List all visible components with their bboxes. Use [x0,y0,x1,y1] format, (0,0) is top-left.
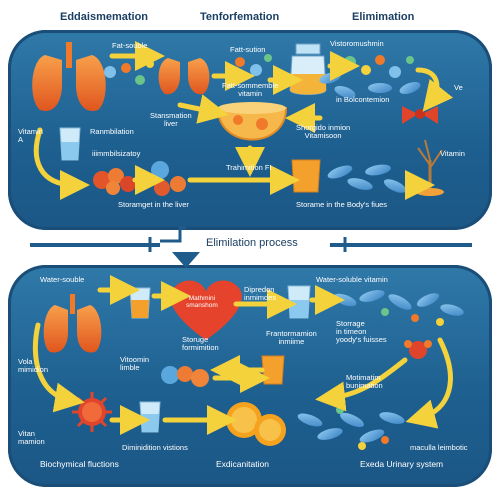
label-diminidition: Diminidition vistions [122,443,188,452]
header-center: Tenforfemation [200,11,280,23]
cells-icon-bottom [161,366,209,387]
lungs-icon-bottom [43,294,102,353]
red-flower-icon [404,340,432,359]
fat-cells-icon [93,168,136,195]
label-maculla: maculla leimbotic [410,443,468,452]
label-motimatim: Motimatim bunimation [346,373,383,390]
divider-pointer [172,252,200,268]
pills-storage-top [327,164,407,193]
label-frantormamion: Frantormamion inmiime [266,329,317,346]
flow-arrows-bottom [32,275,453,435]
label-storamget-liver: Storamget in the liver [118,200,189,209]
lungs-icon-mid [158,58,210,95]
kidney-icon [402,106,438,124]
glass-icon-bottom-2 [139,401,161,433]
label-exdicanitation: Exdicanitation [216,459,269,469]
label-vitoomin-limble: Vitoomin limble [120,355,150,372]
flow-arrows-top [33,41,454,200]
label-water-souble: Water-souble [40,275,85,284]
label-water-soluble-vitamin: Water-soluble vitamin [316,275,388,284]
glass-icon-left [59,127,81,161]
label-ve: Ve [454,83,463,92]
label-vistoromushmin: Vistoromushmin [330,39,384,48]
virus-icon [72,392,112,432]
blue-cells-icon [151,161,186,196]
lungs-icon [32,42,106,111]
label-dipredon-inmimdes: Dipredon inmimdes [244,285,277,302]
juice-glass-bottom [261,355,285,385]
label-ranmbilation: Ranmbilation [90,127,134,136]
label-storuge-formimition: Storuge formimition [182,335,219,352]
liver-bowl-icon [216,102,288,141]
label-vitamin-a: Vitamin A [18,127,43,144]
orange-icon [226,402,286,446]
label-exeda-urinary: Exeda Urinary system [360,459,444,469]
label-storame-body: Storame in the Body's fiues [296,200,388,209]
label-fat-soluble: Fat-souble [112,41,148,50]
label-fat-somm-vitamin: Fatt-sommemble vitamin [222,81,279,98]
label-storrage-timeon: Storrage in timeon yoody's fuisses [336,319,387,344]
label-biochymical: Biochymical fluctions [40,459,119,469]
header-right: Elimimation [352,11,415,23]
label-in-bolcontemion: in Bolcontemion [336,95,390,104]
label-vitamin-right: Vitamin [440,149,465,158]
glass-icon-bottom-right [287,285,311,319]
divider-line-left [30,243,160,247]
divider-title: Elimilation process [206,237,298,249]
divider-line-right [330,243,472,247]
label-immbilsizatoy: iiimmbilsizatoy [92,149,141,158]
label-vola-mimidion: Vola mimidion [18,357,49,374]
glass-icon-bottom [129,287,151,319]
pills-heap-bottom [297,406,405,450]
label-trahimition-fi: Trahimition FI [226,163,272,172]
label-stansmation-liver: Stansmation liver [150,111,192,128]
juice-glass-icon [291,159,321,193]
label-heart: Mathmini smanshom [186,295,218,309]
label-shorgido-inmion: Shorgido inmion Vitamisoon [296,123,351,140]
pills-cluster-bottom [333,290,464,326]
heart-icon [170,280,242,340]
label-fat-sution: Fatt-sution [230,45,266,54]
label-vitan-mamion: Vitan mamion [18,429,45,446]
header-left: Eddaismemation [60,11,149,23]
jar-icon [289,43,327,95]
